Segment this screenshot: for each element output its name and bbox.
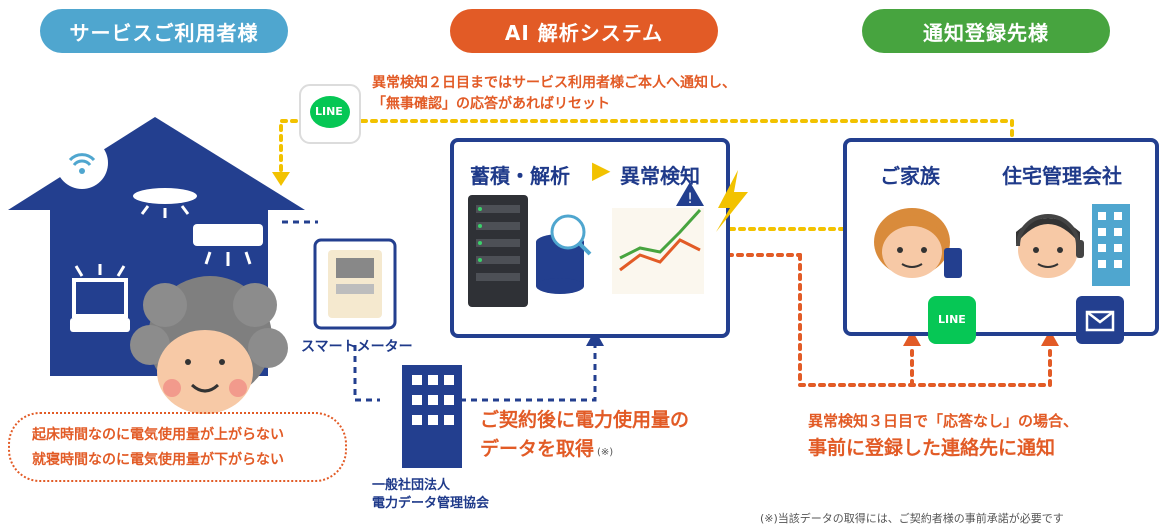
yellow-arrow-down-icon	[272, 172, 290, 186]
top-note-line1: 異常検知２日目まではサービス利用者様ご本人へ通知し、	[372, 75, 736, 91]
anomaly-chart-icon: !	[612, 170, 748, 294]
company-staff-icon	[1016, 214, 1084, 278]
orange-arrow-up-icon	[903, 330, 921, 346]
day3-note-line2: 事前に登録した連絡先に通知	[808, 437, 1056, 459]
org-line2: 電力データ管理協会	[372, 496, 490, 511]
contract-note-line1: ご契約後に電力使用量の	[480, 409, 690, 431]
navy-arrow-up-icon	[586, 330, 604, 346]
family-person-icon	[874, 208, 962, 278]
line-badge-notify: LINE	[938, 313, 966, 326]
store-analyze-label: 蓄積・解析	[470, 164, 570, 188]
resident-note-line2: 就寝時間なのに電気使用量が下がらない	[32, 452, 284, 468]
contract-note-main: データを取得	[480, 438, 595, 460]
day3-note-line1: 異常検知３日目で「応答なし」の場合、	[808, 412, 1079, 430]
database-icon	[536, 214, 592, 294]
top-note-line2: 「無事確認」の応答があればリセット	[372, 96, 610, 112]
line-app-icon	[299, 84, 361, 144]
smart-meter-icon	[313, 238, 397, 330]
line-app-icon	[928, 296, 976, 344]
contract-note-mark: (※)	[597, 447, 614, 458]
contract-note-line2: データを取得(※)	[480, 434, 613, 461]
svg-text:!: !	[687, 191, 693, 207]
air-conditioner-icon	[193, 224, 263, 266]
triangle-play-icon: ▶	[592, 156, 611, 184]
footnote: (※)当該データの取得には、ご契約者様の事前承諾が必要です	[760, 512, 1064, 525]
office-building-icon	[1092, 204, 1130, 286]
wifi-icon	[56, 137, 108, 189]
header-ai-system: AI 解析システム	[450, 9, 718, 53]
orange-arrow-up-icon	[1041, 330, 1059, 346]
mail-icon	[1076, 296, 1124, 344]
tv-icon	[70, 264, 130, 332]
building-icon	[402, 365, 462, 468]
org-line1: 一般社団法人	[372, 478, 451, 493]
ceiling-light-icon	[133, 188, 197, 218]
line-badge-house: LINE	[315, 105, 343, 118]
family-label: ご家族	[880, 164, 940, 188]
lightning-icon	[716, 170, 748, 232]
smart-meter-label: スマートメーター	[301, 339, 413, 355]
elderly-resident-icon	[130, 276, 288, 414]
header-service-users: サービスご利用者様	[40, 9, 288, 53]
anomaly-label: 異常検知	[620, 164, 700, 188]
resident-note-box	[8, 412, 347, 482]
header-notification-targets: 通知登録先様	[862, 9, 1110, 53]
resident-note-line1: 起床時間なのに電気使用量が上がらない	[32, 427, 284, 443]
housing-company-label: 住宅管理会社	[1002, 164, 1122, 188]
server-icon	[468, 195, 528, 307]
